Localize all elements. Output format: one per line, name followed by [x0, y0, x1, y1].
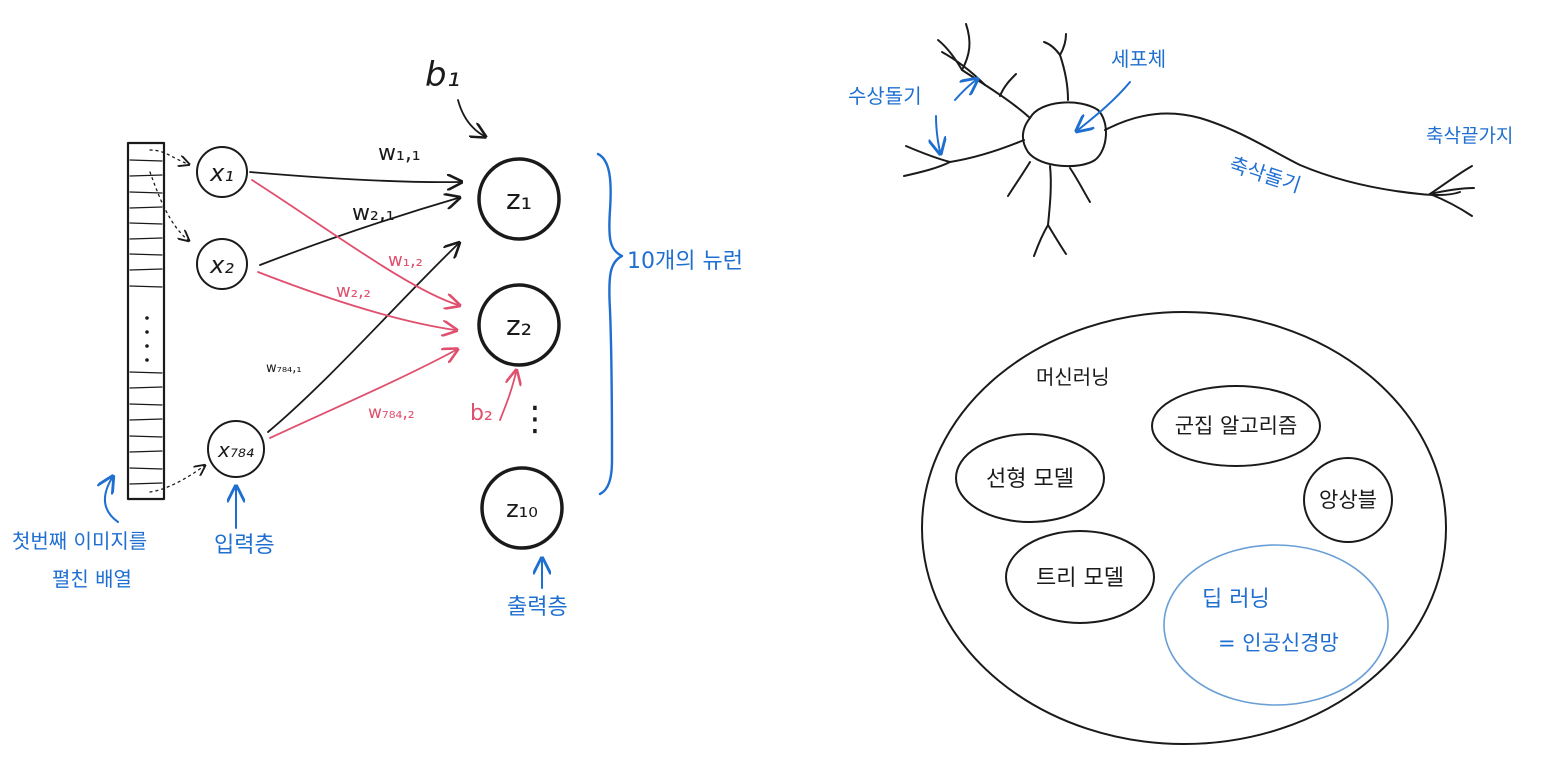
- weight-w12: w₁,₂: [388, 250, 423, 271]
- x2-label: x₂: [209, 251, 234, 279]
- ten-neurons-brace: [596, 152, 624, 496]
- bias-b2: b₂: [470, 401, 493, 426]
- output-node-z10: z₁₀: [480, 466, 564, 550]
- weight-w7841: w₇₈₄,₁: [266, 361, 302, 376]
- array-to-input-connectors: [149, 149, 204, 493]
- output-ellipsis: ⋮: [518, 399, 552, 439]
- z2-label: z₂: [506, 309, 532, 342]
- weights-to-z2: [251, 179, 458, 439]
- flattened-label-line1: 첫번째 이미지를: [12, 529, 147, 553]
- axon-label: 축삭돌기: [1226, 152, 1303, 198]
- clustering-circle: [1151, 385, 1321, 467]
- weights-to-z1: [249, 171, 460, 433]
- weight-w22: w₂,₂: [336, 281, 371, 302]
- output-layer-label: 출력층: [507, 595, 568, 620]
- weight-w7842: w₇₈₄,₂: [368, 403, 415, 423]
- x1-label: x₁: [209, 159, 234, 187]
- machine-learning-title: 머신러닝: [1036, 365, 1110, 389]
- tree-model-circle: [1005, 530, 1155, 624]
- clustering-label: 군집 알고리즘: [1175, 414, 1298, 438]
- tree-model-label: 트리 모델: [1036, 566, 1124, 591]
- z10-label: z₁₀: [506, 495, 538, 523]
- flattened-array: [126, 141, 166, 501]
- ann-label: = 인공신경망: [1218, 631, 1339, 655]
- input-layer-label: 입력층: [214, 533, 275, 558]
- weight-w11: w₁,₁: [378, 141, 421, 166]
- ensemble-label: 앙상블: [1319, 488, 1377, 512]
- z1-label: z₁: [506, 183, 532, 216]
- cell-body: [1022, 101, 1107, 168]
- biological-neuron-diagram: 수상돌기 세포체 축삭돌기 축삭끝가지: [848, 23, 1513, 257]
- x784-label: x₇₈₄: [217, 438, 254, 462]
- axon-terminal-label: 축삭끝가지: [1426, 125, 1513, 147]
- linear-model-label: 선형 모델: [986, 467, 1074, 492]
- axon: [1104, 112, 1461, 197]
- bias-b1: b₁: [425, 55, 460, 95]
- weight-w21: w₂,₁: [352, 201, 395, 226]
- output-node-z1: z₁: [477, 157, 561, 241]
- output-node-z2: z₂: [477, 283, 561, 367]
- cell-body-label: 세포체: [1111, 47, 1166, 71]
- dendrite-label: 수상돌기: [848, 84, 922, 108]
- input-node-x2: x₂: [196, 238, 248, 290]
- machine-learning-circle: [921, 311, 1447, 745]
- machine-learning-diagram: 머신러닝 군집 알고리즘 선형 모델 앙상블 트리 모델 딥 러닝 = 인공신경…: [921, 311, 1447, 745]
- input-node-x1: x₁: [196, 146, 248, 198]
- linear-model-circle: [955, 433, 1105, 523]
- flattened-label-line2: 펼친 배열: [52, 567, 132, 591]
- deep-learning-label: 딥 러닝: [1202, 587, 1270, 612]
- ten-neurons-label: 10개의 뉴런: [627, 249, 743, 274]
- input-node-x784: x₇₈₄: [207, 420, 265, 478]
- neural-network-diagram: x₁ x₂ x₇₈₄ z₁ z₂ z₁₀ ⋮: [12, 55, 743, 620]
- ensemble-circle: [1303, 457, 1393, 543]
- deep-learning-circle: [1163, 544, 1389, 706]
